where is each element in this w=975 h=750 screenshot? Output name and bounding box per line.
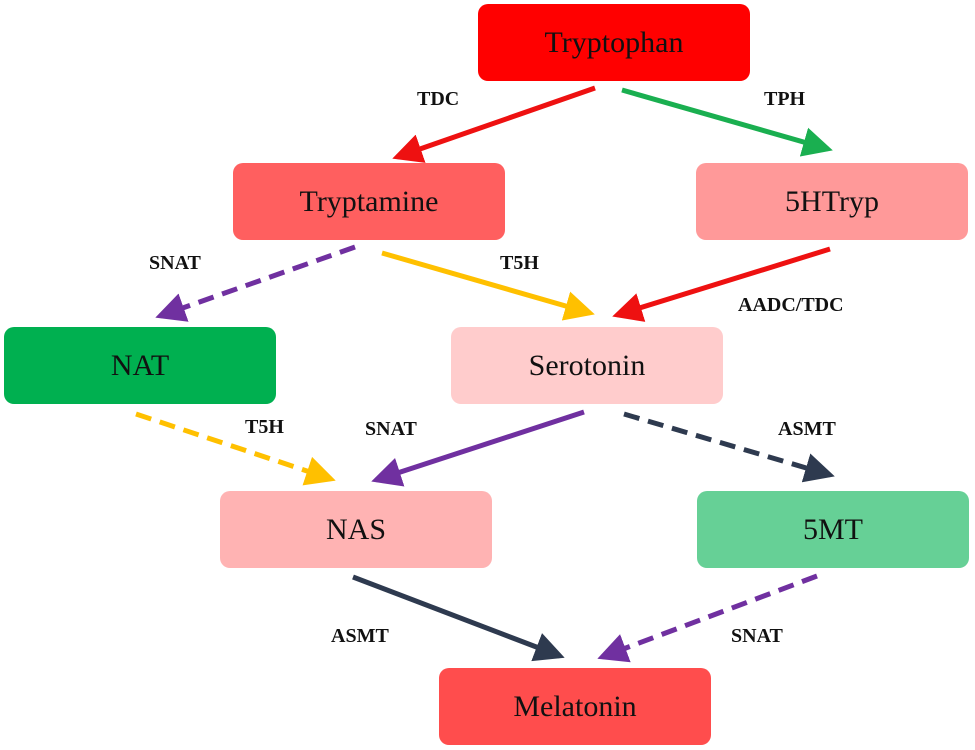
arrow-5htryp-to-serotonin	[612, 246, 831, 322]
node-nat-label: NAT	[110, 348, 170, 382]
enzyme-label-asmt-right: ASMT	[778, 418, 836, 440]
enzyme-label-tdc: TDC	[417, 88, 460, 110]
enzyme-label-snat-bottom: SNAT	[731, 625, 783, 647]
arrow-tryptophan-to-5htryp	[621, 87, 833, 157]
node-serotonin[interactable]: Serotonin	[451, 327, 723, 404]
enzyme-label-snat-top: SNAT	[149, 252, 201, 274]
node-tryptophan[interactable]: Tryptophan	[478, 4, 750, 81]
node-tryptophan-label: Tryptophan	[544, 25, 684, 59]
enzyme-label-aadc-tdc: AADC/TDC	[738, 294, 844, 316]
arrow-5mt-to-melatonin	[597, 573, 818, 663]
enzyme-label-tph: TPH	[764, 88, 806, 110]
node-tryptamine-label: Tryptamine	[299, 184, 439, 218]
node-5mt[interactable]: 5MT	[697, 491, 969, 568]
enzyme-label-asmt-bottom: ASMT	[331, 625, 389, 647]
node-nas-label: NAS	[325, 512, 386, 546]
node-5mt-label: 5MT	[803, 512, 863, 546]
arrow-serotonin-to-nas	[371, 409, 585, 487]
arrow-tryptamine-to-nat	[155, 244, 356, 322]
node-melatonin-label: Melatonin	[513, 689, 637, 723]
arrow-tryptamine-to-serotonin	[381, 250, 595, 321]
node-5htryp[interactable]: 5HTryp	[696, 163, 968, 240]
node-tryptamine[interactable]: Tryptamine	[233, 163, 505, 240]
node-nat[interactable]: NAT	[4, 327, 276, 404]
arrow-nas-to-melatonin	[352, 574, 565, 662]
enzyme-label-t5h-bottom: T5H	[245, 416, 284, 438]
arrow-serotonin-to-5mt	[623, 411, 835, 483]
node-melatonin[interactable]: Melatonin	[439, 668, 711, 745]
node-serotonin-label: Serotonin	[528, 348, 646, 382]
node-5htryp-label: 5HTryp	[785, 184, 879, 218]
arrow-nat-to-nas	[135, 411, 336, 486]
enzyme-label-snat-middle: SNAT	[365, 418, 417, 440]
node-nas[interactable]: NAS	[220, 491, 492, 568]
arrow-tryptophan-to-tryptamine	[392, 85, 596, 163]
enzyme-label-t5h-top: T5H	[500, 252, 539, 274]
